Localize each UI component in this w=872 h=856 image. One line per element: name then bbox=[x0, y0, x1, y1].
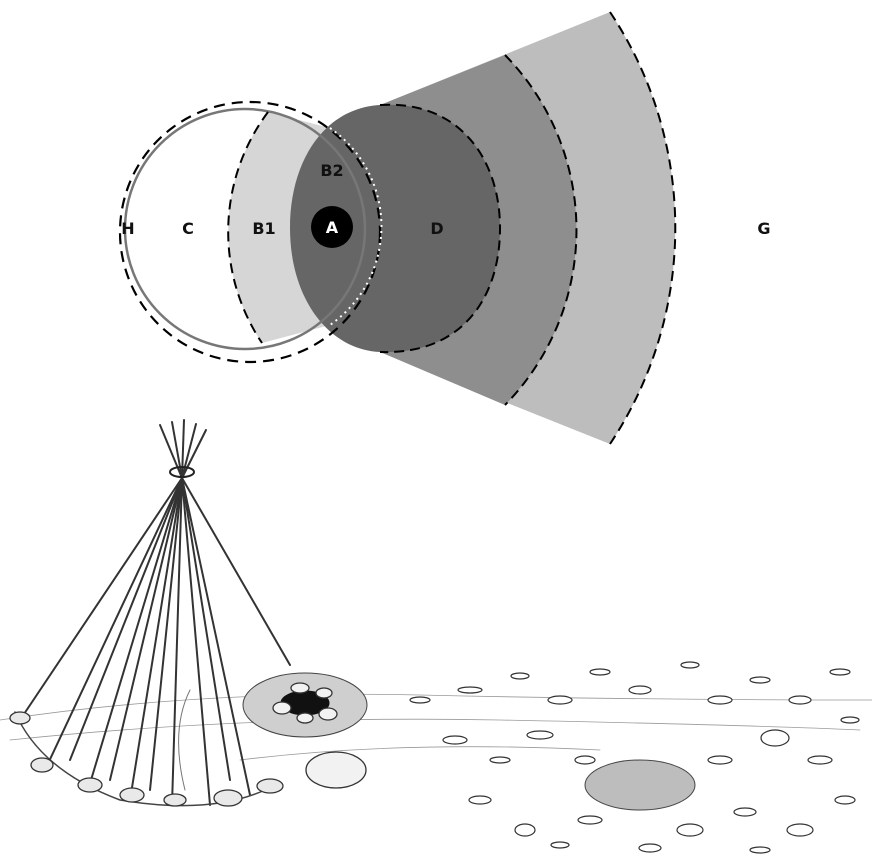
ground-texture bbox=[0, 694, 872, 760]
label-c: C bbox=[182, 219, 194, 238]
label-h: H bbox=[121, 219, 134, 238]
label-d: D bbox=[430, 219, 443, 238]
label-b2: B2 bbox=[320, 161, 343, 180]
label-b1: B1 bbox=[252, 219, 275, 238]
label-a: A bbox=[326, 218, 339, 237]
tipi-inner-ring bbox=[179, 690, 190, 790]
tipi-poles bbox=[20, 420, 290, 805]
scattered-debris bbox=[410, 662, 859, 853]
hearth-illustration bbox=[243, 673, 367, 788]
debris-patch bbox=[585, 760, 695, 810]
label-g: G bbox=[757, 219, 770, 238]
tipi-illustration bbox=[0, 420, 872, 853]
zone-diagram: H C B1 B2 A D G bbox=[120, 12, 771, 444]
